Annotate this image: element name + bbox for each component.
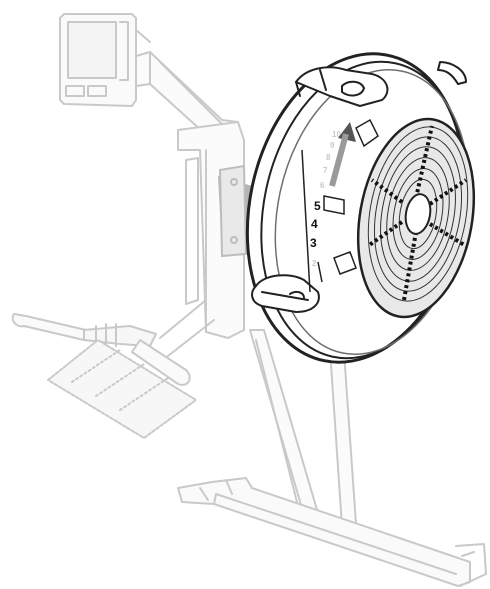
scale-mark-9: 9	[330, 141, 335, 150]
damper-lever-ghost	[218, 164, 248, 258]
damper-scale-faded: 2 6 7 8 9 10	[312, 130, 341, 268]
handle-ghost	[11, 313, 191, 386]
damper-label-4: 4	[311, 217, 318, 231]
fan-hub	[404, 193, 432, 235]
scale-mark-7: 7	[323, 166, 328, 175]
machine-ghost	[11, 13, 487, 587]
scale-mark-6: 6	[320, 181, 325, 190]
arrow-up-icon	[329, 122, 356, 187]
housing-slots	[301, 118, 379, 293]
damper-scale: 5 4 3	[310, 199, 321, 250]
scale-mark-8: 8	[326, 153, 331, 162]
damper-label-5: 5	[314, 199, 321, 213]
fan-spokes	[366, 125, 468, 301]
scale-mark-2: 2	[312, 259, 317, 268]
monitor-icon	[59, 13, 151, 107]
scale-mark-10: 10	[332, 130, 341, 139]
damper-label-3: 3	[310, 236, 317, 250]
